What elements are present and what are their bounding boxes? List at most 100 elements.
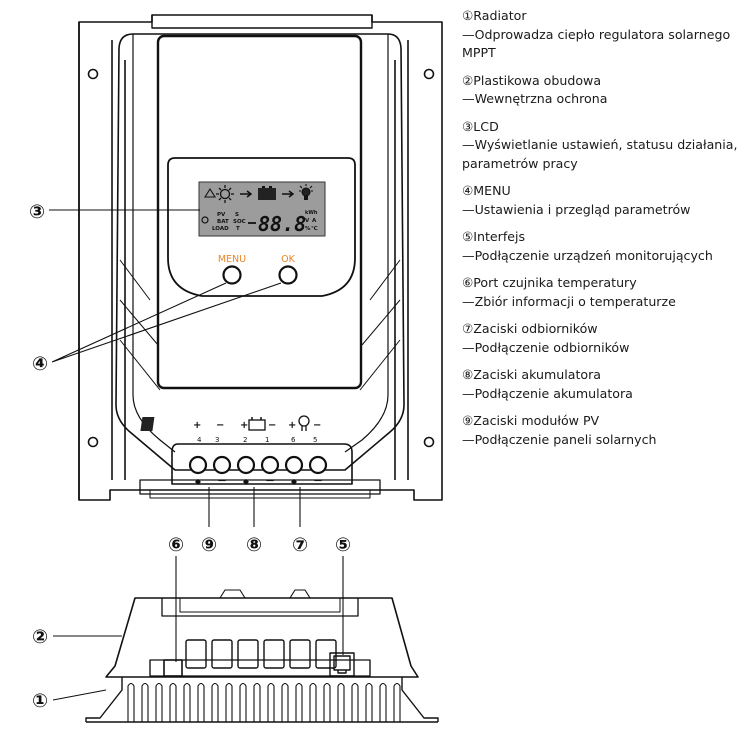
- legend-item: ④MENU—Ustawienia i przegląd parametrów: [462, 182, 744, 219]
- menu-button-label: MENU: [218, 254, 246, 265]
- radiator-fin: [267, 682, 275, 722]
- radiator-fin: [337, 682, 345, 722]
- lcd-unit: kWh: [305, 210, 318, 216]
- callout-3: ③: [29, 201, 45, 223]
- legend-item: ⑥Port czujnika temperatury—Zbiór informa…: [462, 274, 744, 311]
- flow-arrow-icon: [240, 190, 253, 198]
- lcd-unit: %: [305, 226, 311, 232]
- callout-marks: ③ ④ ⑨ ⑧ ⑦ ⑥ ⑤ ② ①: [29, 201, 351, 712]
- svg-text:+: +: [240, 420, 248, 431]
- mount-hole: [87, 436, 99, 448]
- legend-title: ⑨Zaciski modułów PV: [462, 413, 600, 428]
- svg-text:◆: ◆: [195, 477, 202, 486]
- legend-item: ③LCD —Wyświetlanie ustawień, statusu dzia…: [462, 118, 744, 174]
- buttons: MENU OK: [218, 254, 298, 285]
- legend-title: ①Radiator: [462, 8, 527, 23]
- cover-bottom: [105, 597, 419, 678]
- terminal-bodies: [185, 639, 337, 669]
- legend-description: —Odprowadza ciepło regulatora solarnego …: [462, 26, 731, 61]
- terminal-screw: [284, 455, 304, 475]
- radiator-fin: [379, 682, 387, 722]
- legend: ①Radiator —Odprowadza ciepło regulatora s…: [462, 7, 744, 458]
- radiator-fin: [393, 682, 401, 722]
- lcd-label: LOAD: [212, 226, 229, 232]
- lcd-bezel: [167, 157, 356, 297]
- svg-text:−: −: [268, 420, 276, 431]
- terminal-polarity: ◆ — ◆ — ◆ —: [195, 476, 322, 486]
- svg-text:◆: ◆: [291, 477, 298, 486]
- terminal-number: 6: [291, 436, 296, 444]
- legend-description: —Wewnętrzna ochrona: [462, 91, 608, 106]
- rj45-port: [329, 652, 355, 677]
- legend-title: ②Plastikowa obudowa: [462, 72, 602, 88]
- settings-gear-icon: [201, 216, 209, 224]
- legend-description: —Wyświetlanie ustawień, statusu działani…: [462, 137, 738, 171]
- legend-item: ②Plastikowa obudowa —Wewnętrzna ochrona: [462, 72, 744, 109]
- radiator-fin: [323, 682, 331, 722]
- svg-text:—: —: [314, 476, 322, 485]
- terminal-screw: [260, 455, 280, 475]
- temperature-sensor-port: [163, 659, 183, 677]
- lcd-readout: 88.8: [258, 212, 306, 236]
- lightbulb-icon: [298, 415, 310, 431]
- radiator-fin: [365, 682, 373, 722]
- legend-description: —Podłączenie odbiorników: [462, 339, 630, 355]
- callout-9: ⑨: [201, 534, 217, 556]
- legend-title: ⑦Zaciski odbiorników: [462, 321, 598, 336]
- svg-text:—: —: [266, 476, 274, 485]
- lcd-label: SOC: [233, 219, 246, 225]
- callout-4: ④: [32, 353, 48, 375]
- lcd-label: PV: [217, 212, 226, 218]
- terminal-number: 2: [243, 436, 247, 444]
- callout-2: ②: [32, 626, 48, 648]
- legend-title: ⑧Zaciski akumulatora: [462, 367, 602, 382]
- warning-icon: [204, 187, 216, 198]
- radiator-fin: [253, 682, 261, 722]
- legend-title: ④MENU: [462, 183, 511, 198]
- radiator-fin: [225, 682, 233, 722]
- callout-8: ⑧: [246, 534, 262, 556]
- legend-title: ③LCD: [462, 118, 499, 134]
- terminal-number: 3: [215, 436, 219, 444]
- sun-icon: [216, 185, 234, 203]
- svg-text:−: −: [216, 420, 224, 431]
- callout-7: ⑦: [292, 534, 308, 556]
- radiator-fin: [169, 682, 177, 722]
- terminal-block: [171, 443, 353, 485]
- mount-hole: [87, 68, 99, 80]
- lcd-unit: V: [305, 218, 310, 224]
- front-panel: [156, 34, 363, 390]
- lightbulb-icon: [299, 184, 313, 200]
- svg-text:—: —: [218, 476, 226, 485]
- battery-icon: [248, 417, 266, 431]
- lcd-label: T: [236, 226, 240, 232]
- radiator-fin: [183, 682, 191, 722]
- svg-text:+: +: [288, 420, 296, 431]
- radiator-fin: [141, 682, 149, 722]
- radiator-fin: [295, 682, 303, 722]
- legend-item: ⑦Zaciski odbiorników —Podłączenie odbiorn…: [462, 320, 744, 357]
- legend-item: ⑨Zaciski modułów PV—Podłączenie paneli s…: [462, 412, 744, 449]
- menu-button[interactable]: [222, 265, 242, 285]
- legend-title: ⑤Interfejs: [462, 229, 526, 244]
- leader-lines: [49, 209, 344, 701]
- lcd-content: PV BAT LOAD S SOC T 88.8 kWh V A % ℃: [201, 184, 318, 236]
- lcd-label: BAT: [217, 219, 229, 225]
- legend-description: —Podłączenie urządzeń monitorujących: [462, 247, 713, 263]
- radiator-fins: [127, 682, 401, 722]
- legend-item: ⑧Zaciski akumulatora—Podłączenie akumula…: [462, 366, 744, 403]
- terminal-screws: [188, 455, 328, 475]
- svg-text:◆: ◆: [243, 477, 250, 486]
- plastic-cover: [115, 33, 405, 471]
- terminal-screw: [188, 455, 208, 475]
- solar-panel-icon: [140, 417, 155, 431]
- ok-button[interactable]: [278, 265, 298, 285]
- battery-icon: [258, 186, 276, 200]
- bottom-view: [85, 589, 439, 723]
- legend-item: ①Radiator —Odprowadza ciepło regulatora s…: [462, 7, 744, 63]
- ok-button-label: OK: [281, 254, 295, 265]
- terminal-number: 5: [313, 436, 317, 444]
- callout-5: ⑤: [335, 534, 351, 556]
- radiator-fin: [155, 682, 163, 722]
